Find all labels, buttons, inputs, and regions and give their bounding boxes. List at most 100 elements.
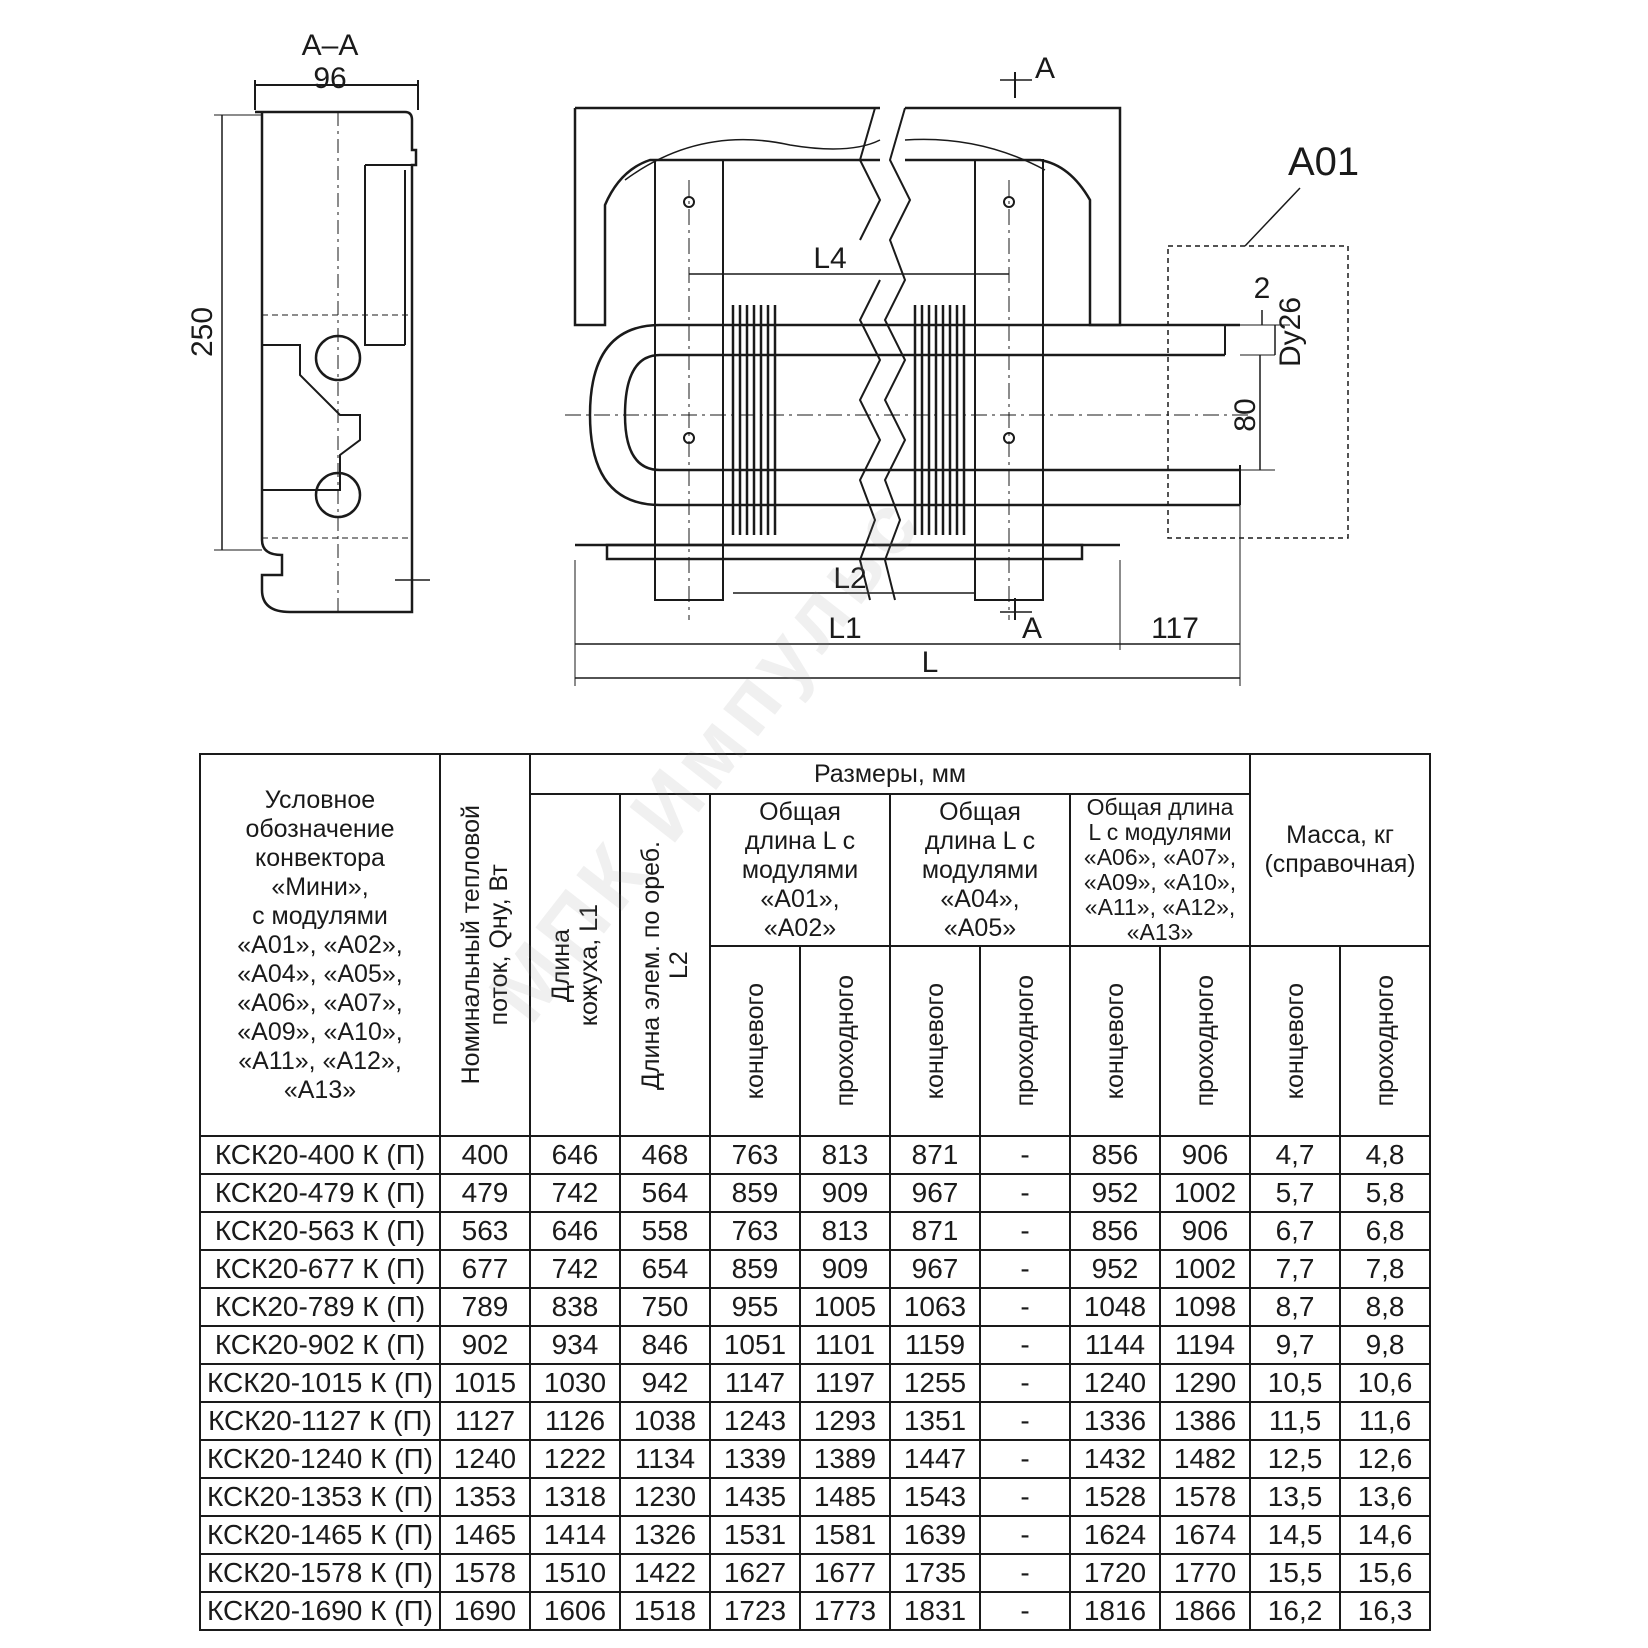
- table-cell: 14,5: [1249, 1515, 1342, 1555]
- table-cell: 16,3: [1339, 1591, 1432, 1631]
- table-cell: 1414: [529, 1515, 621, 1555]
- front-view: [565, 72, 1349, 686]
- table-cell: 12,5: [1249, 1439, 1342, 1479]
- table-cell: 1194: [1158, 1325, 1252, 1365]
- header-row-1: Условное обозначение конвектора «Мини», …: [199, 753, 1432, 1137]
- header-row-3: концевого проходного концевого проходног…: [200, 945, 1432, 1137]
- dim-L: L: [922, 646, 939, 679]
- table-cell: 967: [889, 1173, 981, 1213]
- table-cell: -: [979, 1553, 1071, 1593]
- table-cell: 1030: [529, 1363, 621, 1403]
- table-cell: 1126: [529, 1401, 621, 1441]
- table-cell: 763: [709, 1135, 801, 1175]
- header-mass-pass: проходного: [1339, 945, 1432, 1137]
- table-cell: 846: [619, 1325, 711, 1365]
- table-cell: 1770: [1158, 1553, 1252, 1593]
- table-cell: 13,5: [1249, 1477, 1342, 1517]
- table-cell: 15,6: [1339, 1553, 1432, 1593]
- table-cell: 1723: [709, 1591, 801, 1631]
- table-cell: 1005: [799, 1287, 891, 1327]
- model-cell: КСК20-563 К (П): [199, 1211, 441, 1251]
- table-cell: 856: [1069, 1211, 1161, 1251]
- table-cell: 742: [529, 1249, 621, 1289]
- table-cell: -: [979, 1401, 1071, 1441]
- table-cell: -: [979, 1439, 1071, 1479]
- table-cell: 654: [619, 1249, 711, 1289]
- table-cell: -: [979, 1135, 1071, 1175]
- table-cell: 5,8: [1339, 1173, 1432, 1213]
- table-cell: 1290: [1158, 1363, 1252, 1403]
- table-cell: 1627: [709, 1553, 801, 1593]
- table-cell: 564: [619, 1173, 711, 1213]
- table-cell: 1639: [889, 1515, 981, 1555]
- table-cell: 1318: [529, 1477, 621, 1517]
- table-cell: 1518: [619, 1591, 711, 1631]
- table-cell: 1677: [799, 1553, 891, 1593]
- table-cell: 1432: [1069, 1439, 1161, 1479]
- table-cell: 906: [1158, 1211, 1252, 1251]
- header-group-a01: Общая длина L с модулями «А01», «А02»: [709, 793, 891, 947]
- table-cell: 1485: [799, 1477, 891, 1517]
- table-cell: 1831: [889, 1591, 981, 1631]
- table-cell: 479: [439, 1173, 531, 1213]
- table-cell: 750: [619, 1287, 711, 1327]
- table-cell: 8,8: [1339, 1287, 1432, 1327]
- table-cell: 5,7: [1249, 1173, 1342, 1213]
- model-cell: КСК20-1578 К (П): [199, 1553, 441, 1593]
- spec-table: Условное обозначение конвектора «Мини», …: [199, 753, 1432, 1631]
- table-cell: 1482: [1158, 1439, 1252, 1479]
- model-cell: КСК20-400 К (П): [199, 1135, 441, 1175]
- header-sizes-group: Размеры, мм: [528, 753, 1252, 795]
- header-row-2: Длина кожуха, L1 Длина элем. по ореб. L2…: [200, 793, 1430, 1137]
- table-cell: 838: [529, 1287, 621, 1327]
- table-cell: 871: [889, 1135, 981, 1175]
- model-cell: КСК20-1015 К (П): [199, 1363, 441, 1403]
- table-cell: -: [979, 1363, 1071, 1403]
- dim-L2: L2: [833, 562, 866, 595]
- header-L2: Длина элем. по ореб. L2: [619, 793, 711, 1137]
- table-cell: 563: [439, 1211, 531, 1251]
- table-cell: -: [979, 1515, 1071, 1555]
- dim-dy: Dy26: [1274, 297, 1307, 367]
- table-cell: 1690: [439, 1591, 531, 1631]
- table-cell: 1465: [439, 1515, 531, 1555]
- table-cell: 763: [709, 1211, 801, 1251]
- table-cell: -: [979, 1211, 1071, 1251]
- dim-L1: L1: [828, 612, 861, 645]
- model-cell: КСК20-1353 К (П): [199, 1477, 441, 1517]
- table-cell: 742: [529, 1173, 621, 1213]
- model-cell: КСК20-789 К (П): [199, 1287, 441, 1327]
- table-cell: 1240: [439, 1439, 531, 1479]
- table-cell: 16,2: [1249, 1591, 1342, 1631]
- technical-drawing: A–A 96 250 A A A01 L4 L2 L1 L 117 2 Dy26…: [186, 29, 1359, 686]
- table-cell: -: [979, 1287, 1071, 1327]
- model-cell: КСК20-1465 К (П): [199, 1515, 441, 1555]
- table-cell: 1147: [709, 1363, 801, 1403]
- table-cell: 15,5: [1249, 1553, 1342, 1593]
- table-cell: 1326: [619, 1515, 711, 1555]
- table-cell: 9,8: [1339, 1325, 1432, 1365]
- table-cell: 1389: [799, 1439, 891, 1479]
- table-cell: 646: [529, 1135, 621, 1175]
- header-a06-end: концевого: [1069, 945, 1161, 1137]
- table-cell: 12,6: [1339, 1439, 1432, 1479]
- table-cell: 1447: [889, 1439, 981, 1479]
- section-mark-bottom: A: [1022, 612, 1042, 645]
- table-cell: 558: [619, 1211, 711, 1251]
- table-cell: 9,7: [1249, 1325, 1342, 1365]
- table-cell: 1293: [799, 1401, 891, 1441]
- table-cell: 909: [799, 1173, 891, 1213]
- model-cell: КСК20-902 К (П): [199, 1325, 441, 1365]
- table-cell: 1222: [529, 1439, 621, 1479]
- section-view: [214, 80, 430, 614]
- table-cell: 677: [439, 1249, 531, 1289]
